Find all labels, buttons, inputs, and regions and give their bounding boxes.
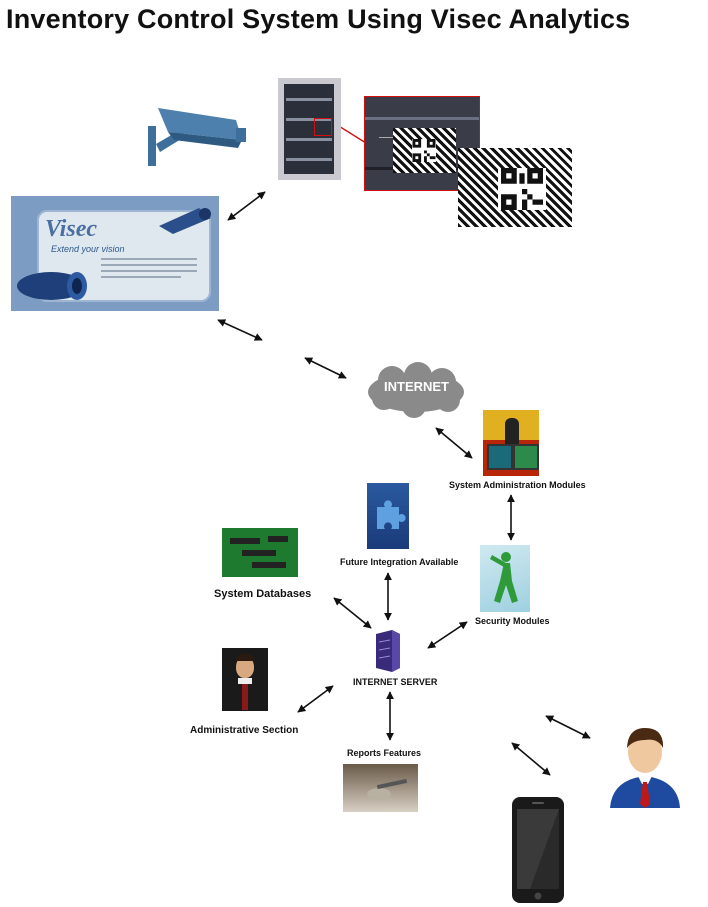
admin-monitors-image <box>483 410 539 476</box>
visec-corner-camera <box>159 208 211 234</box>
arrow-databases-server <box>333 597 372 629</box>
arrow-visec-internet-1 <box>217 319 263 341</box>
administrative-label: Administrative Section <box>190 725 299 736</box>
security-camera-icon <box>148 108 246 166</box>
qr-code-marker-small <box>393 128 456 173</box>
visec-camera-graphic <box>17 272 87 300</box>
reports-label: Reports Features <box>347 748 422 758</box>
future-integration-label: Future Integration Available <box>340 557 459 567</box>
businessman-photo <box>222 648 268 711</box>
arrow-internet-sysadmin <box>435 427 473 459</box>
security-label: Security Modules <box>475 616 550 626</box>
server-label: INTERNET SERVER <box>353 677 438 687</box>
arrow-visec-internet-2 <box>304 357 347 379</box>
reports-desk-image <box>343 764 418 812</box>
qr-code-marker <box>458 148 572 227</box>
arrow-admin-server <box>297 685 334 713</box>
security-figure-image <box>480 545 530 612</box>
page-title: Inventory Control System Using Visec Ana… <box>6 4 631 34</box>
visec-logo: Visec <box>45 216 97 242</box>
puzzle-piece-image <box>367 483 409 549</box>
smartphone-icon <box>512 797 564 903</box>
databases-label: System Databases <box>214 588 312 600</box>
internet-label: INTERNET <box>384 379 449 394</box>
arrow-security-server <box>427 621 468 649</box>
circuit-board-image <box>222 528 298 577</box>
arrow-shelf-visec <box>227 191 266 221</box>
warehouse-shelf-photo <box>278 78 341 180</box>
server-tower-icon <box>376 630 400 672</box>
sys-admin-label: System Administration Modules <box>449 480 586 490</box>
cloud-icon <box>368 362 464 418</box>
visec-app-screen: Visec Extend your vision <box>11 196 219 311</box>
arrow-phone <box>511 742 551 776</box>
user-avatar-icon <box>610 728 680 808</box>
arrow-user-1 <box>545 715 591 739</box>
visec-tagline: Extend your vision <box>51 244 125 254</box>
